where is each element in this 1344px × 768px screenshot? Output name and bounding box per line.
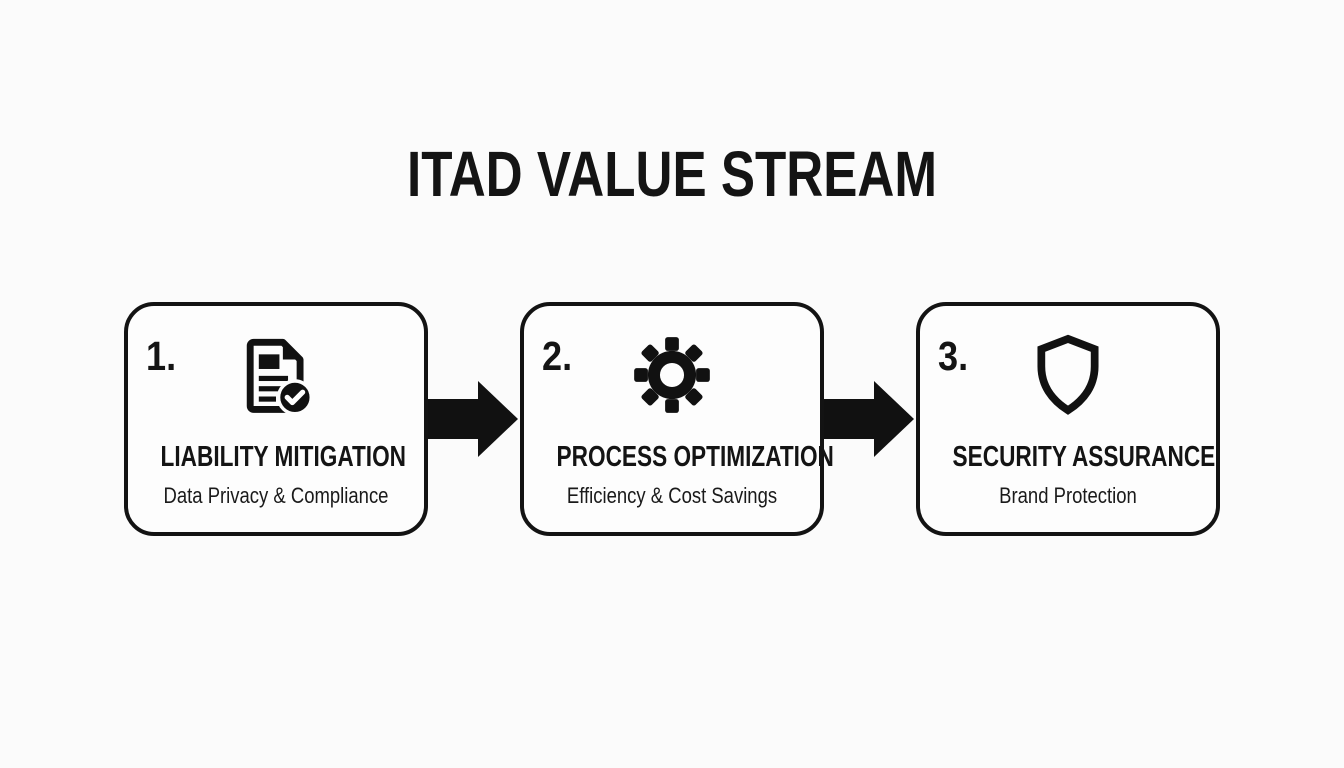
step-number: 1. <box>146 333 177 379</box>
itad-value-stream-diagram: ITAD VALUE STREAM 1. <box>0 142 1344 768</box>
page-title: ITAD VALUE STREAM <box>406 138 937 210</box>
arrow-head <box>874 381 914 457</box>
step-number: 2. <box>542 333 573 379</box>
step-subtitle: Brand Protection <box>999 483 1137 508</box>
shield-icon <box>920 306 1216 418</box>
arrow-head <box>478 381 518 457</box>
gear-icon <box>524 306 820 418</box>
step-number: 3. <box>938 333 969 379</box>
document-check-icon <box>128 306 424 418</box>
flow-arrow <box>428 381 520 457</box>
step-subtitle: Data Privacy & Compliance <box>163 483 389 508</box>
step-heading: SECURITY ASSURANCE <box>952 441 1216 473</box>
step-box-liability-mitigation: 1. LIABILITY MITIGATION <box>124 302 428 536</box>
step-box-process-optimization: 2. <box>520 302 834 536</box>
flow-row: 1. LIABILITY MITIGATION <box>0 302 1344 536</box>
step-heading: PROCESS OPTIMIZATION <box>556 441 834 473</box>
step-box-security-assurance: 3. SECURITY ASSURANCE Brand Protection <box>916 302 1220 536</box>
step-subtitle: Efficiency & Cost Savings <box>566 483 778 508</box>
step-heading: LIABILITY MITIGATION <box>160 441 407 473</box>
flow-arrow <box>824 381 916 457</box>
arrow-shaft <box>428 399 478 439</box>
arrow-shaft <box>824 399 874 439</box>
